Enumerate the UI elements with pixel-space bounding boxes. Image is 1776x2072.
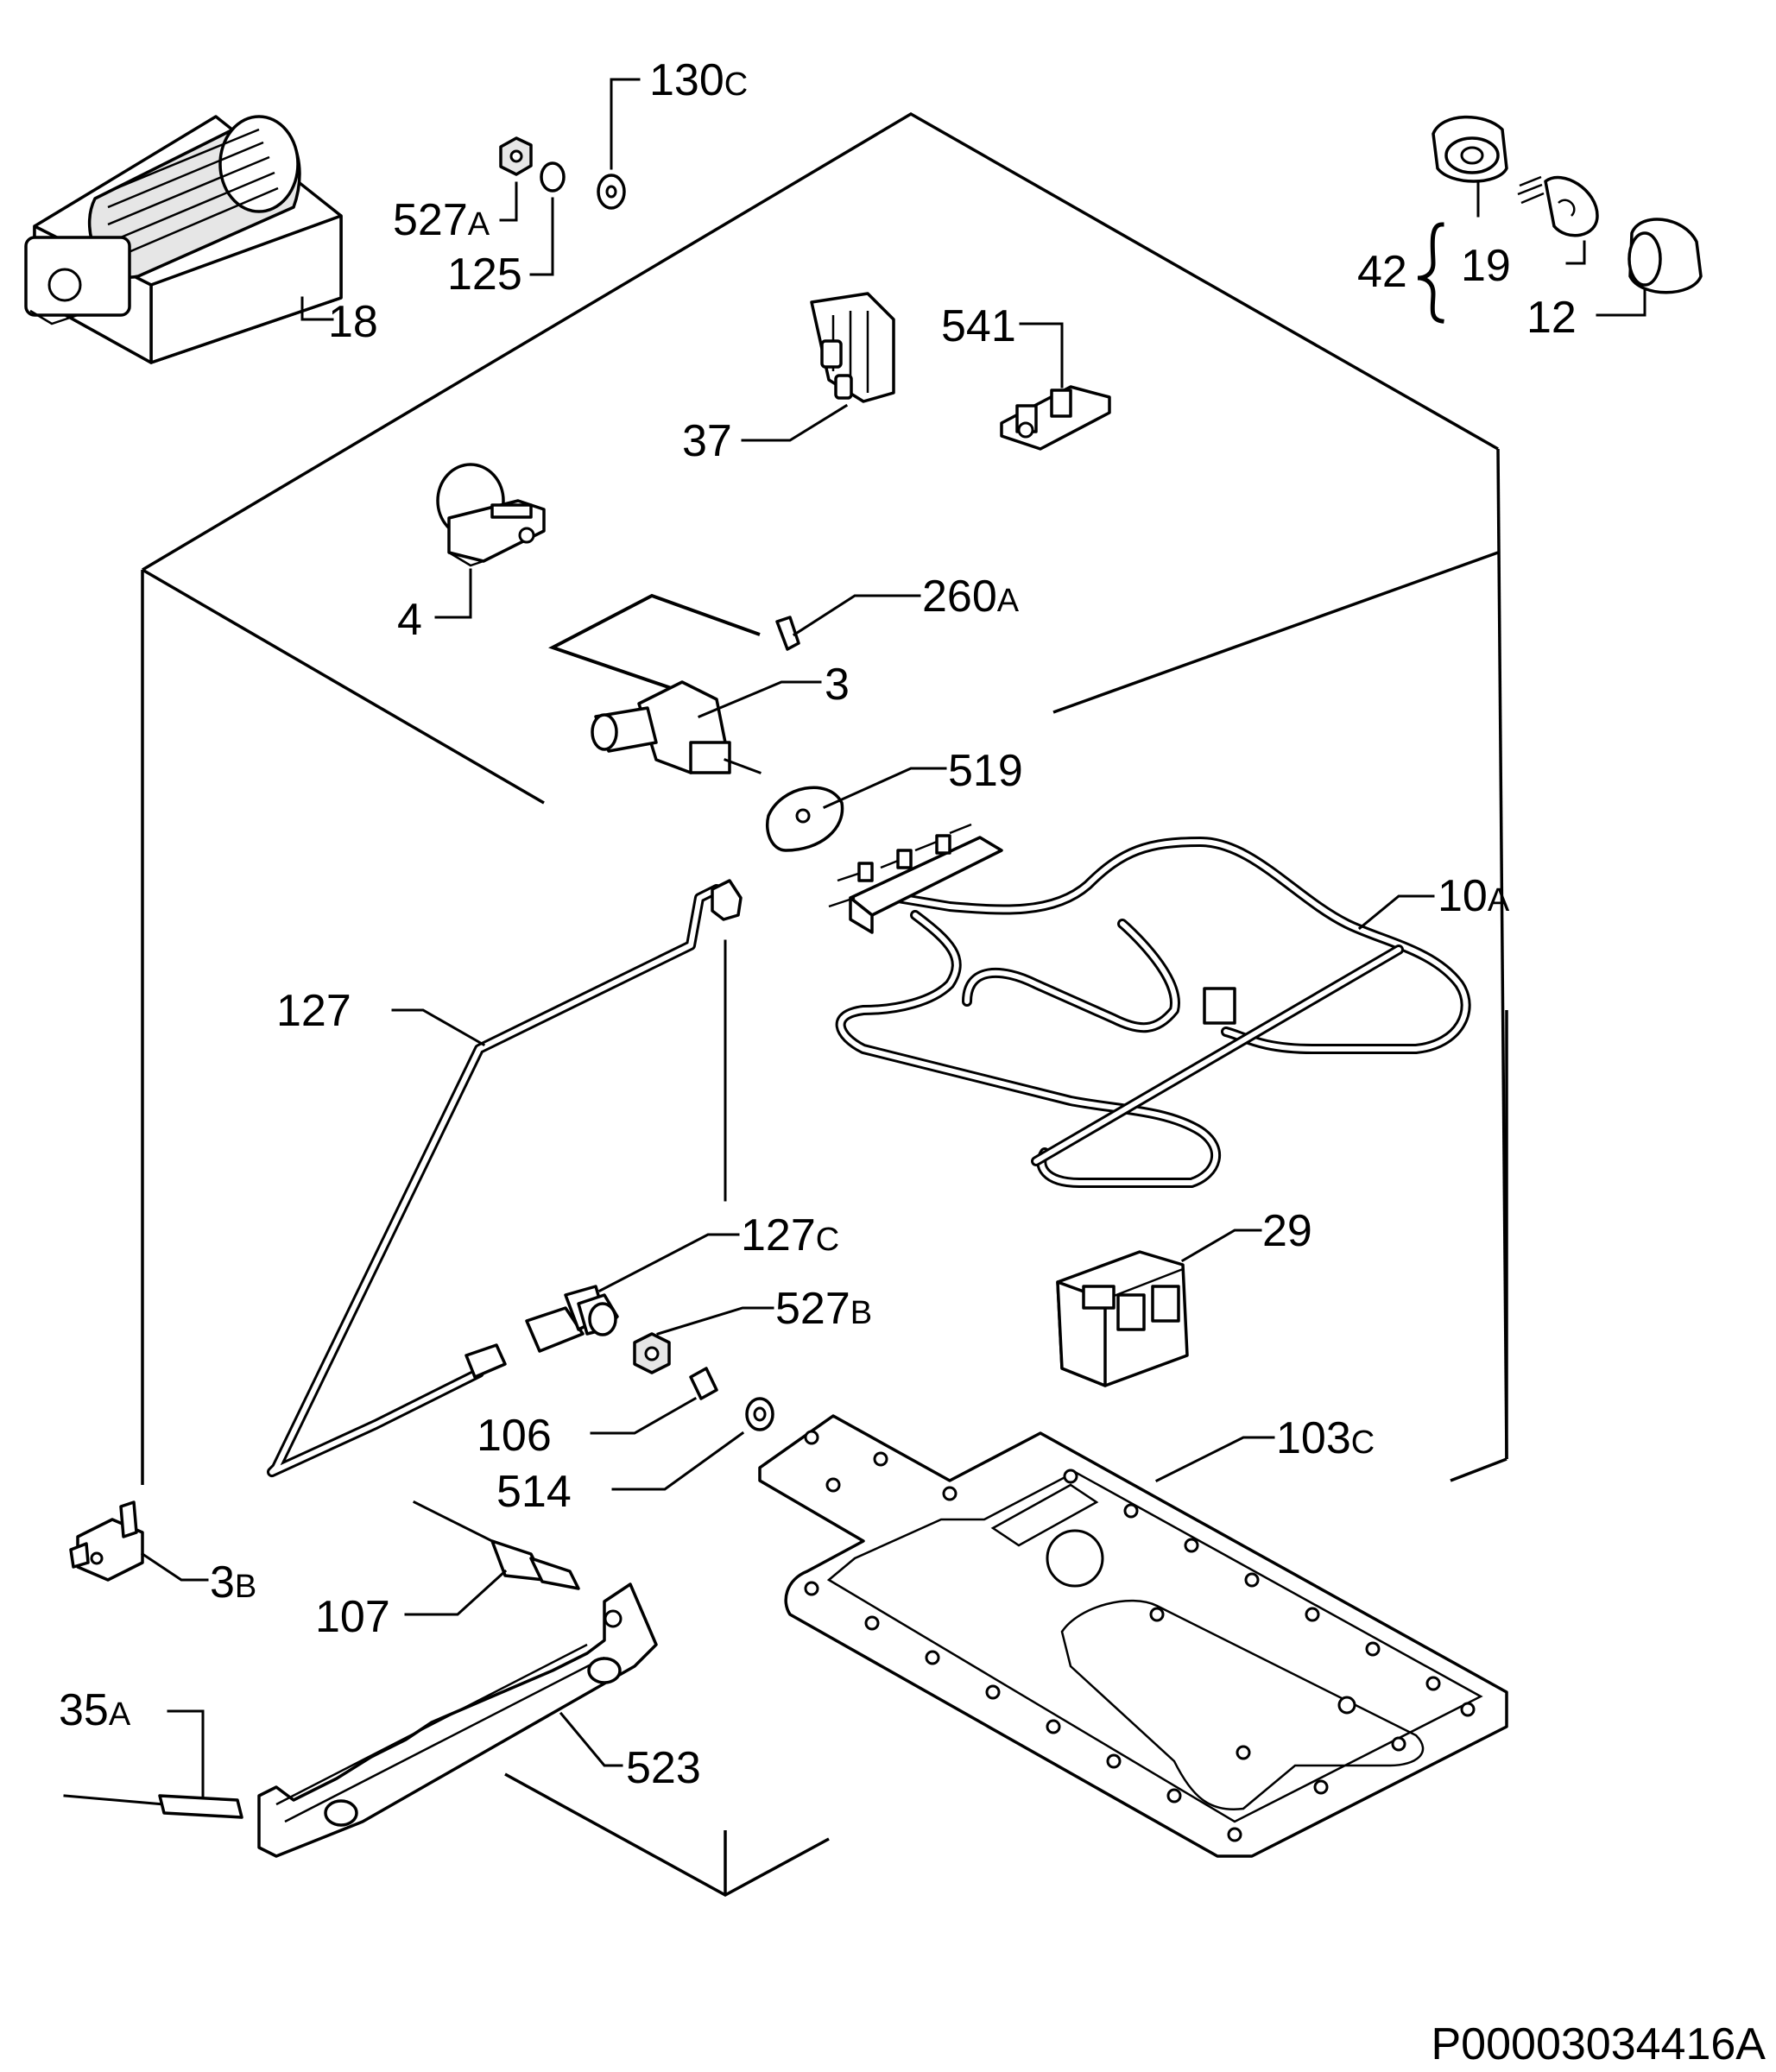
label-12: 12 [1526, 293, 1577, 343]
label-10a: 10A [1438, 871, 1510, 921]
label-260a: 260A [922, 572, 1020, 622]
thermocouple-tip-part [63, 1709, 243, 1819]
tangential-fan-part [24, 115, 343, 364]
label-4: 4 [397, 595, 422, 645]
label-514: 514 [496, 1467, 572, 1517]
thermostat-part [434, 463, 546, 619]
plate-holes [804, 1430, 1476, 1842]
label-519: 519 [948, 746, 1023, 796]
small-fasteners-top [499, 78, 641, 276]
burner-plate-part [758, 1414, 1508, 1858]
label-125: 125 [447, 250, 522, 300]
switch-part [1000, 322, 1111, 451]
label-35a: 35A [59, 1685, 131, 1735]
thermocouple-tube-part [267, 879, 743, 1477]
terminal-block-part [741, 292, 895, 442]
gas-valve-part [547, 593, 921, 774]
heating-element-part [828, 823, 1471, 1188]
cover-plate-part [766, 767, 947, 852]
label-3b: 3B [210, 1557, 256, 1608]
oven-cavity-outline [141, 111, 1508, 1897]
label-3: 3 [825, 660, 850, 710]
label-37: 37 [682, 416, 732, 466]
label-107: 107 [315, 1592, 390, 1642]
label-106: 106 [477, 1411, 552, 1461]
small-fittings-lower [590, 1306, 774, 1491]
label-130c: 130C [649, 55, 748, 105]
label-523: 523 [626, 1743, 701, 1793]
union-connector-part [465, 1233, 740, 1379]
burner-rail-part [257, 1582, 658, 1858]
microswitch-part [69, 1500, 209, 1582]
label-127c: 127C [741, 1210, 839, 1260]
connector-block-part [1056, 1229, 1262, 1387]
oven-lamp-assembly [1417, 115, 1703, 324]
label-42: 42 [1357, 247, 1407, 297]
label-541: 541 [941, 301, 1016, 351]
drawing-code: P00003034416A [1432, 2019, 1767, 2069]
label-527a: 527A [393, 195, 490, 245]
injector-probe-part [404, 1500, 580, 1616]
label-19: 19 [1461, 241, 1511, 291]
label-527b: 527B [775, 1284, 872, 1334]
label-127: 127 [276, 986, 351, 1036]
label-18: 18 [328, 297, 378, 347]
label-103c: 103C [1276, 1413, 1375, 1463]
label-29: 29 [1262, 1206, 1312, 1256]
